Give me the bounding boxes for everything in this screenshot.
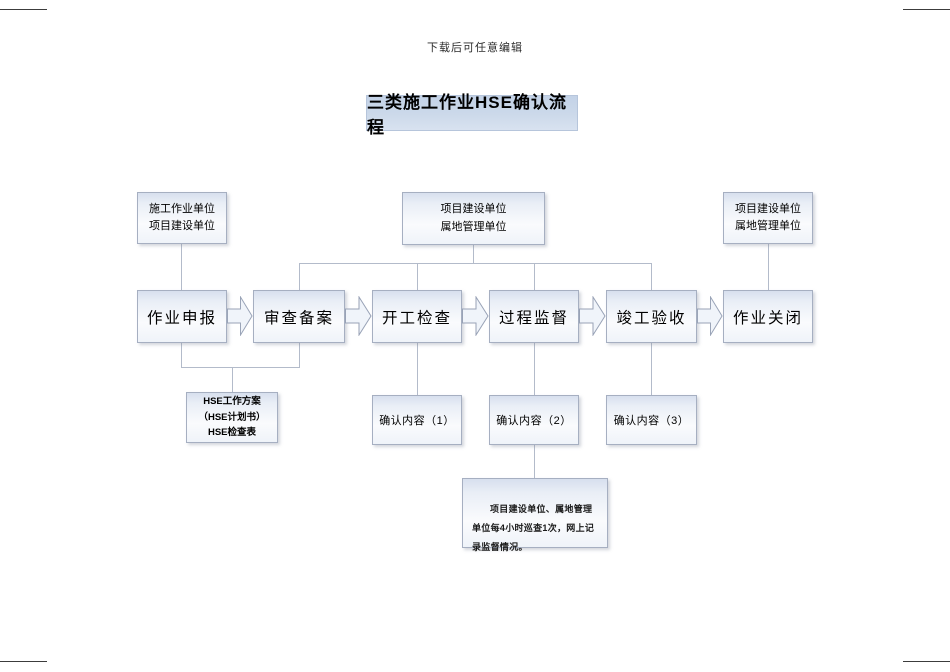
flow-arrow-icon	[227, 296, 253, 336]
box-text-line: HSE检查表	[207, 427, 257, 439]
connector-line	[534, 445, 535, 478]
page-border-mark	[0, 661, 47, 662]
step-completion-acceptance: 竣工验收	[606, 290, 697, 343]
connector-line	[768, 244, 769, 290]
step-process-supervision: 过程监督	[489, 290, 579, 343]
step-review: 审查备案	[253, 290, 345, 343]
box-text-line: HSE工作方案	[203, 395, 261, 407]
connector-line	[181, 343, 182, 367]
box-text-line: 项目建设单位	[149, 220, 215, 232]
flow-arrow-icon	[697, 296, 723, 336]
step-close: 作业关闭	[723, 290, 813, 343]
box-confirm-content-1: 确认内容（1）	[372, 395, 462, 445]
page-border-mark	[903, 9, 950, 10]
connector-line	[232, 367, 233, 392]
connector-line	[651, 263, 652, 290]
header-note: 下载后可任意编辑	[427, 42, 523, 54]
box-unit-right: 项目建设单位 属地管理单位	[723, 192, 813, 244]
connector-line	[534, 343, 535, 395]
flowchart-title: 三类施工作业HSE确认流程	[366, 93, 578, 137]
box-hse-documents: HSE工作方案 （HSE计划书） HSE检查表	[186, 392, 278, 443]
connector-line	[181, 367, 300, 368]
box-work-unit-left: 施工作业单位 项目建设单位	[137, 192, 227, 244]
page-border-mark	[0, 9, 47, 10]
box-supervision-note: 项目建设单位、属地管理单位每4小时巡查1次，网上记录监督情况。	[462, 478, 608, 552]
box-confirm-content-2: 确认内容（2）	[489, 395, 579, 445]
box-text-line: 项目建设单位	[735, 202, 801, 215]
flow-arrow-icon	[579, 296, 606, 336]
box-text-line: （HSE计划书）	[198, 411, 266, 423]
connector-line	[299, 263, 300, 290]
flow-arrow-icon	[345, 296, 372, 336]
box-text-line: 属地管理单位	[440, 220, 507, 233]
box-text-line: 属地管理单位	[735, 220, 801, 232]
page-border-mark	[903, 661, 950, 662]
box-unit-center: 项目建设单位 属地管理单位	[402, 192, 545, 245]
connector-line	[417, 263, 418, 290]
connector-line	[299, 343, 300, 367]
box-confirm-content-3: 确认内容（3）	[606, 395, 697, 445]
connector-line	[299, 263, 651, 264]
connector-line	[534, 263, 535, 290]
note-text: 项目建设单位、属地管理单位每4小时巡查1次，网上记录监督情况。	[472, 504, 595, 552]
connector-line	[181, 244, 182, 290]
connector-line	[651, 343, 652, 395]
connector-line	[473, 245, 474, 263]
box-text-line: 施工作业单位	[149, 202, 215, 215]
connector-line	[417, 343, 418, 395]
box-text-line: 项目建设单位	[440, 203, 507, 216]
step-start-check: 开工检查	[372, 290, 462, 343]
flow-arrow-icon	[462, 296, 489, 336]
step-declare: 作业申报	[137, 290, 227, 343]
